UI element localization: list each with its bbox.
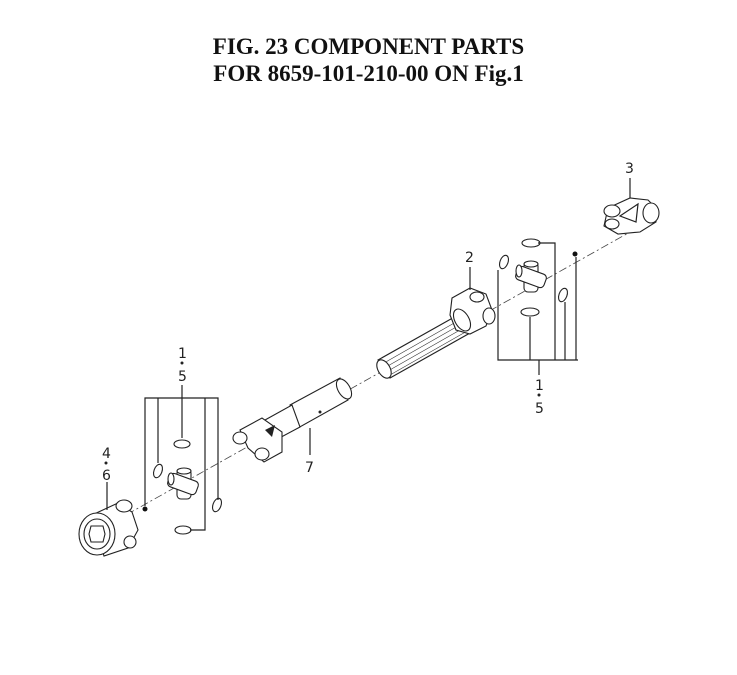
callout-2: 2 [465, 250, 474, 266]
part-7-tube-yoke[interactable]: 7 [232, 376, 355, 476]
callout-6: 6 [102, 468, 111, 484]
right-cross-spider [515, 260, 547, 293]
left-cross-spider [167, 467, 199, 500]
right-cross-kit[interactable]: 1 5 [497, 238, 578, 417]
part-3-end-yoke[interactable]: 3 [603, 161, 660, 235]
figure-title-line1: FIG. 23 COMPONENT PARTS [212, 34, 525, 59]
center-axis-line [84, 217, 656, 539]
callout-right-1: 1 [535, 378, 544, 394]
callout-left-5: 5 [178, 369, 187, 385]
figure-title-line2: FOR 8659-101-210-00 ON Fig.1 [213, 61, 524, 86]
callout-4: 4 [102, 446, 111, 462]
grease-nipple-right [572, 251, 578, 257]
part-4-6-spline-yoke-hub[interactable]: 4 6 [78, 446, 139, 557]
callout-3: 3 [625, 161, 634, 177]
callout-right-5: 5 [535, 401, 544, 417]
callout-7: 7 [305, 460, 314, 476]
part-2-splined-shaft-yoke[interactable]: 2 [374, 250, 496, 381]
callout-left-1: 1 [178, 346, 187, 362]
grease-nipple-left [142, 506, 148, 512]
left-cross-kit[interactable]: 1 5 [142, 346, 224, 535]
